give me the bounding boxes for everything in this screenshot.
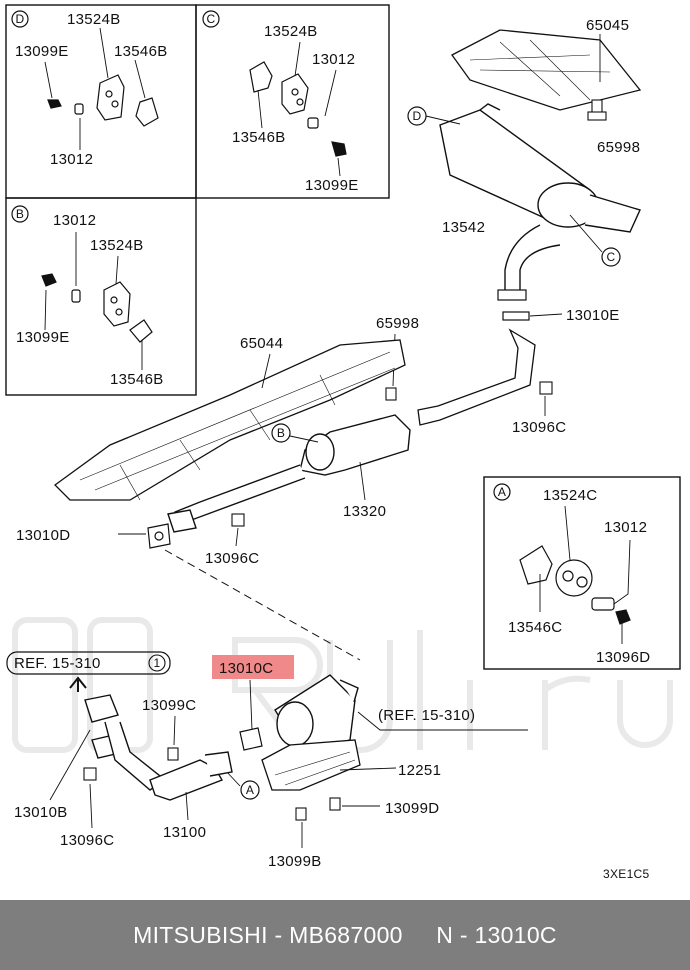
- circle-a-label: A: [246, 783, 254, 797]
- footer-index-part: 13010C: [474, 921, 557, 948]
- label-13099e: 13099E: [16, 329, 70, 346]
- label-13546c: 13546C: [508, 619, 562, 636]
- ref-left-num: 1: [154, 656, 161, 670]
- circle-d-label: D: [413, 109, 422, 123]
- label-13010e: 13010E: [566, 307, 620, 324]
- hanger-bracket-icon: [249, 61, 347, 157]
- label-65045: 65045: [586, 17, 629, 34]
- label-65044: 65044: [240, 335, 283, 352]
- inset-d-code: D: [16, 12, 25, 26]
- label-13010c: 13010C: [219, 660, 273, 677]
- pre-muffler: [167, 414, 411, 533]
- center-pipe: [417, 328, 536, 426]
- bolt-icon: [295, 797, 341, 821]
- label-13010d: 13010D: [16, 527, 70, 544]
- label-13524b: 13524B: [67, 11, 121, 28]
- hanger-bracket-icon: [41, 273, 153, 343]
- label-13012: 13012: [53, 212, 96, 229]
- circle-b-label: B: [277, 426, 285, 440]
- dashed-connection: [164, 549, 361, 661]
- leader-lines: [44, 232, 143, 370]
- rubber-hanger-icon: [519, 545, 631, 625]
- footer-bar: MITSUBISHI - MB687000 N - 13010C: [0, 900, 690, 970]
- label-13012: 13012: [50, 151, 93, 168]
- catalytic-converter: [274, 674, 359, 751]
- inset-a-circle: [493, 483, 511, 501]
- inset-d: D 13524B 13099E 13546B 13012: [11, 10, 168, 168]
- inset-c-code: C: [207, 12, 216, 26]
- circle-c-label: C: [607, 250, 616, 264]
- hanger-bracket-icon: [47, 74, 159, 127]
- label-13012: 13012: [312, 51, 355, 68]
- inset-a: A 13524C 13012 13546C 13096D: [493, 483, 650, 666]
- label-13099e: 13099E: [15, 43, 69, 60]
- label-13012: 13012: [604, 519, 647, 536]
- figure-code: 3XE1C5: [603, 867, 650, 881]
- inset-b-code: B: [16, 207, 24, 221]
- gasket-rear: [497, 289, 530, 321]
- bolt-icon: [167, 747, 179, 761]
- footer-brand: MITSUBISHI: [133, 921, 268, 948]
- label-13099c: 13099C: [142, 697, 196, 714]
- label-13099e: 13099E: [305, 177, 359, 194]
- inset-b-circle: [11, 205, 29, 223]
- gasket-cat: [239, 727, 263, 751]
- label-13099b: 13099B: [268, 853, 322, 870]
- label-13096c-low: 13096C: [60, 832, 114, 849]
- ref-box-left: REF. 15-310 1: [6, 651, 171, 692]
- nut-icon: [231, 513, 245, 527]
- inset-c: C 13524B 13012 13546B 13099E: [202, 10, 359, 194]
- inset-b: B 13012 13524B 13099E 13546B: [11, 205, 164, 388]
- inset-c-circle: [202, 10, 220, 28]
- leader-lines: [44, 27, 146, 150]
- label-13524c: 13524C: [543, 487, 597, 504]
- footer-separator: -: [267, 921, 290, 948]
- heat-protector-front: [54, 339, 406, 501]
- label-13546b: 13546B: [110, 371, 164, 388]
- inset-frames: [5, 4, 681, 670]
- main-muffler: [439, 103, 641, 296]
- footer-part-number: MB687000: [289, 921, 403, 948]
- label-13524b: 13524B: [90, 237, 144, 254]
- footer-gap: [403, 922, 436, 949]
- circle-b: [271, 423, 291, 443]
- label-13096c-mid: 13096C: [205, 550, 259, 567]
- front-exhaust-pipe: [84, 694, 233, 801]
- label-13010b: 13010B: [14, 804, 68, 821]
- bolt-icon: [385, 387, 397, 401]
- label-13546b: 13546B: [114, 43, 168, 60]
- circle-a: [240, 780, 260, 800]
- label-13100: 13100: [163, 824, 206, 841]
- label-13096d: 13096D: [596, 649, 650, 666]
- ref-right-text: (REF. 15-310): [378, 707, 475, 724]
- leader-lines: [539, 505, 631, 644]
- label-13320: 13320: [343, 503, 386, 520]
- nut-icon: [539, 381, 553, 395]
- gasket-front: [147, 523, 171, 549]
- leader-lines: [257, 41, 341, 177]
- label-13546b: 13546B: [232, 129, 286, 146]
- highlight-13010c: [212, 655, 294, 679]
- heat-protector-rear: [451, 29, 642, 111]
- label-13096c-right: 13096C: [512, 419, 566, 436]
- label-65998-top: 65998: [597, 139, 640, 156]
- label-12251: 12251: [398, 762, 441, 779]
- label-65998-mid: 65998: [376, 315, 419, 332]
- label-13542: 13542: [442, 219, 485, 236]
- inset-d-circle: [11, 10, 29, 28]
- circle-c: [601, 247, 621, 267]
- label-13099d: 13099D: [385, 800, 439, 817]
- ref-left-text: REF. 15-310: [14, 655, 101, 672]
- label-13524b: 13524B: [264, 23, 318, 40]
- inset-a-code: A: [498, 485, 506, 499]
- exhaust-parts-diagram: D 13524B 13099E 13546B 13012 C 13524B 13…: [5, 4, 681, 881]
- heat-protector-cat: [261, 739, 361, 791]
- footer-index-prefix: N -: [436, 921, 475, 948]
- bolt-icon: [587, 99, 607, 121]
- nut-icon: [83, 767, 97, 781]
